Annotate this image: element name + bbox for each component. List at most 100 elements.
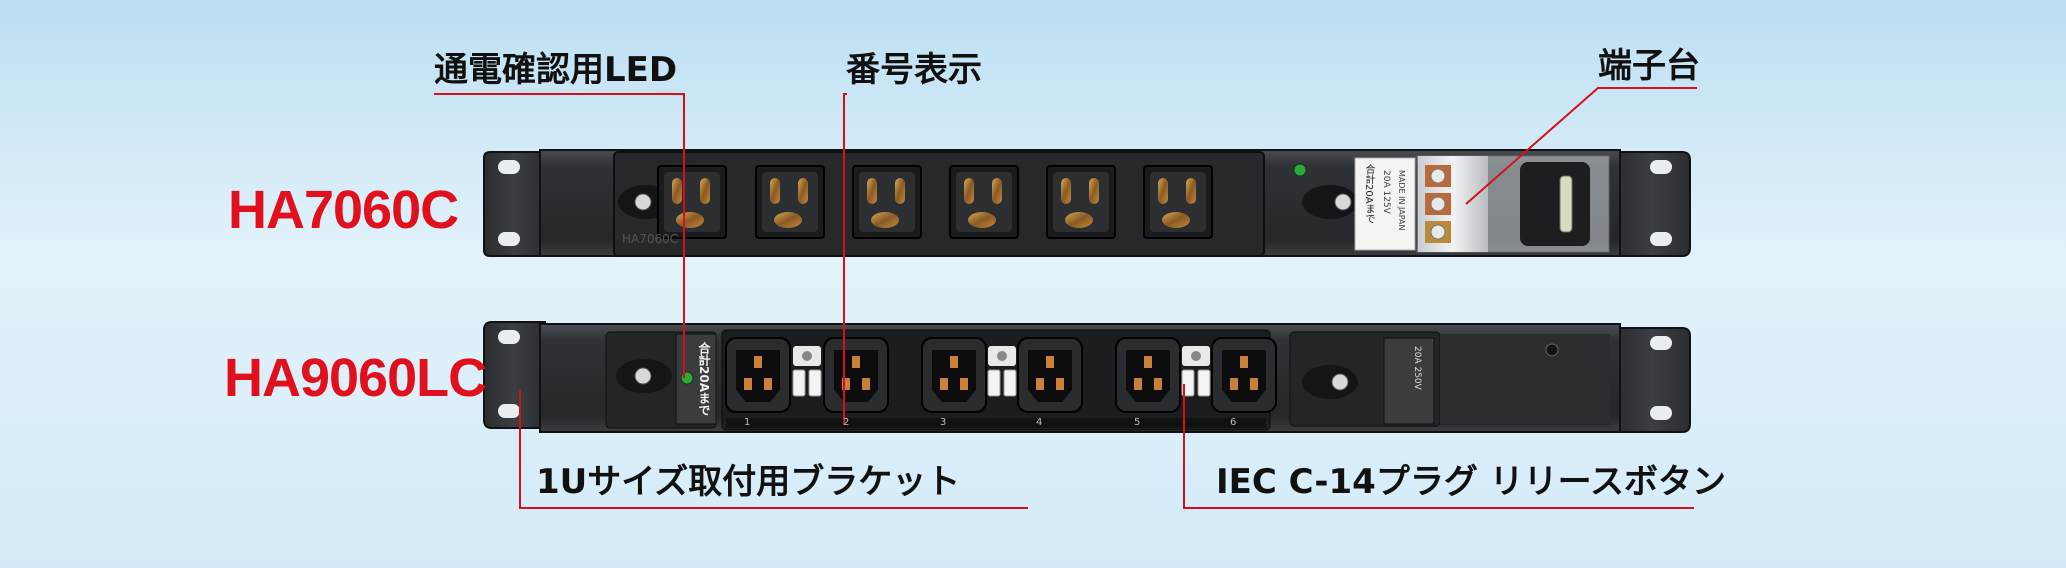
bottom-outlet-1 <box>725 337 791 413</box>
top-outlet-slot-right-5 <box>1089 178 1099 204</box>
top-outlets <box>657 165 1213 239</box>
top-unit <box>483 149 1691 257</box>
top-outlet-3 <box>852 165 922 239</box>
top-left-bracket-hole-1 <box>498 160 520 174</box>
model-bottom: HA9060LC <box>224 348 487 408</box>
top-outlet-slot-right-1 <box>700 178 710 204</box>
bottom-outlet-pin-left-6 <box>1230 378 1238 390</box>
bottom-outlet-pin-right-3 <box>960 378 968 390</box>
top-outlet-slot-left-3 <box>867 178 877 204</box>
outlet-number-2: 2 <box>843 417 850 428</box>
top-outlet-ground-1 <box>676 212 704 228</box>
leader-number <box>843 93 847 424</box>
top-outlet-slot-left-6 <box>1158 178 1168 204</box>
bottom-right-screw-recess <box>1302 365 1358 399</box>
top-outlet-ground-2 <box>774 212 802 228</box>
bottom-left-bracket-hole-1 <box>498 330 520 344</box>
bottom-outlet-pin-left-3 <box>940 378 948 390</box>
release-indicator-dot-1 <box>802 351 812 361</box>
bottom-outlet-4 <box>1017 337 1083 413</box>
leader-bracket <box>519 390 1028 509</box>
top-terminal-screw-1 <box>1430 168 1446 184</box>
top-terminal-screw-2 <box>1430 196 1446 212</box>
bottom-outlet-pin-top-5 <box>1144 356 1152 368</box>
bottom-spec-text: 20A 250V <box>1412 346 1422 390</box>
top-cable-clamp <box>1520 162 1590 246</box>
top-outlet-ground-4 <box>968 212 996 228</box>
top-outlet-4 <box>949 165 1019 239</box>
bottom-outlet-pin-top-4 <box>1046 356 1054 368</box>
top-right-screw <box>1334 193 1352 211</box>
top-spec-label <box>1354 157 1416 251</box>
bottom-outlet-pin-top-6 <box>1240 356 1248 368</box>
top-outlet-slot-left-2 <box>770 178 780 204</box>
top-outlet-ground-5 <box>1065 212 1093 228</box>
release-button-right-1 <box>808 369 822 397</box>
model-top: HA7060C <box>228 180 459 240</box>
bottom-right-bracket-hole-1 <box>1650 336 1672 350</box>
top-rating-text: 合計20Aまで <box>1363 164 1374 224</box>
top-outlet-2 <box>755 165 825 239</box>
bottom-outlets <box>725 337 1277 413</box>
callout-release: IEC C-14プラグ リリースボタン <box>1216 462 1726 502</box>
bottom-outlet-pin-top-3 <box>950 356 958 368</box>
bottom-outlet-pin-top-2 <box>852 356 860 368</box>
top-outlet-slot-right-6 <box>1186 178 1196 204</box>
outlet-number-6: 6 <box>1230 417 1237 428</box>
made-in-text: MADE IN JAPAN <box>1397 170 1406 231</box>
bottom-outlet-pin-left-5 <box>1134 378 1142 390</box>
top-right-bracket-hole-2 <box>1650 232 1672 246</box>
bottom-outlet-pin-right-6 <box>1250 378 1258 390</box>
callout-led: 通電確認用LED <box>434 50 678 90</box>
outlet-number-4: 4 <box>1036 417 1043 428</box>
top-outlet-slot-left-5 <box>1061 178 1071 204</box>
bottom-outlet-2 <box>823 337 889 413</box>
top-outlet-slot-right-3 <box>895 178 905 204</box>
bottom-unit <box>483 321 1691 433</box>
top-outlet-5 <box>1046 165 1116 239</box>
top-led <box>1293 163 1307 177</box>
bottom-left-screw <box>634 367 652 385</box>
bottom-outlet-pin-top-1 <box>754 356 762 368</box>
top-outlet-ground-6 <box>1162 212 1190 228</box>
top-outlet-slot-right-2 <box>798 178 808 204</box>
leader-terminal <box>1465 87 1697 205</box>
top-outlet-1 <box>657 165 727 239</box>
bottom-right-bracket <box>1614 327 1691 433</box>
bottom-ground-screw <box>1545 343 1559 357</box>
top-outlet-slot-right-4 <box>992 178 1002 204</box>
bottom-outlet-pin-left-1 <box>744 378 752 390</box>
bottom-outlet-pin-right-4 <box>1056 378 1064 390</box>
bottom-outlet-3 <box>921 337 987 413</box>
leader-led <box>434 93 685 378</box>
outlet-number-3: 3 <box>940 417 947 428</box>
bottom-left-bracket-hole-2 <box>498 404 520 418</box>
outlet-number-1: 1 <box>744 417 751 428</box>
bottom-outlet-pin-right-5 <box>1154 378 1162 390</box>
release-button-pair-3 <box>1181 346 1211 397</box>
top-right-bracket-hole-1 <box>1650 160 1672 174</box>
bottom-right-screw <box>1331 373 1349 391</box>
bottom-outlet-5 <box>1115 337 1181 413</box>
bottom-outlet-6 <box>1211 337 1277 413</box>
bottom-outlet-pin-right-2 <box>862 378 870 390</box>
release-button-pair-2 <box>987 346 1017 397</box>
callout-terminal: 端子台 <box>1598 46 1700 86</box>
release-button-pair-1 <box>792 346 822 397</box>
top-right-screw-recess <box>1302 185 1358 219</box>
leader-release <box>1183 384 1694 509</box>
top-model-small-text: HA7060C <box>622 232 679 246</box>
bottom-outlet-pin-left-4 <box>1036 378 1044 390</box>
bottom-led <box>680 371 694 385</box>
release-button-right-3 <box>1197 369 1211 397</box>
top-terminal-screw-3 <box>1430 224 1446 240</box>
top-left-bracket <box>483 151 546 257</box>
release-button-left-1 <box>792 369 806 397</box>
outlet-number-5: 5 <box>1134 417 1141 428</box>
top-left-screw <box>634 193 652 211</box>
bottom-number-strip <box>726 418 1266 428</box>
bottom-outlet-pin-left-2 <box>842 378 850 390</box>
release-indicator-dot-3 <box>1191 351 1201 361</box>
